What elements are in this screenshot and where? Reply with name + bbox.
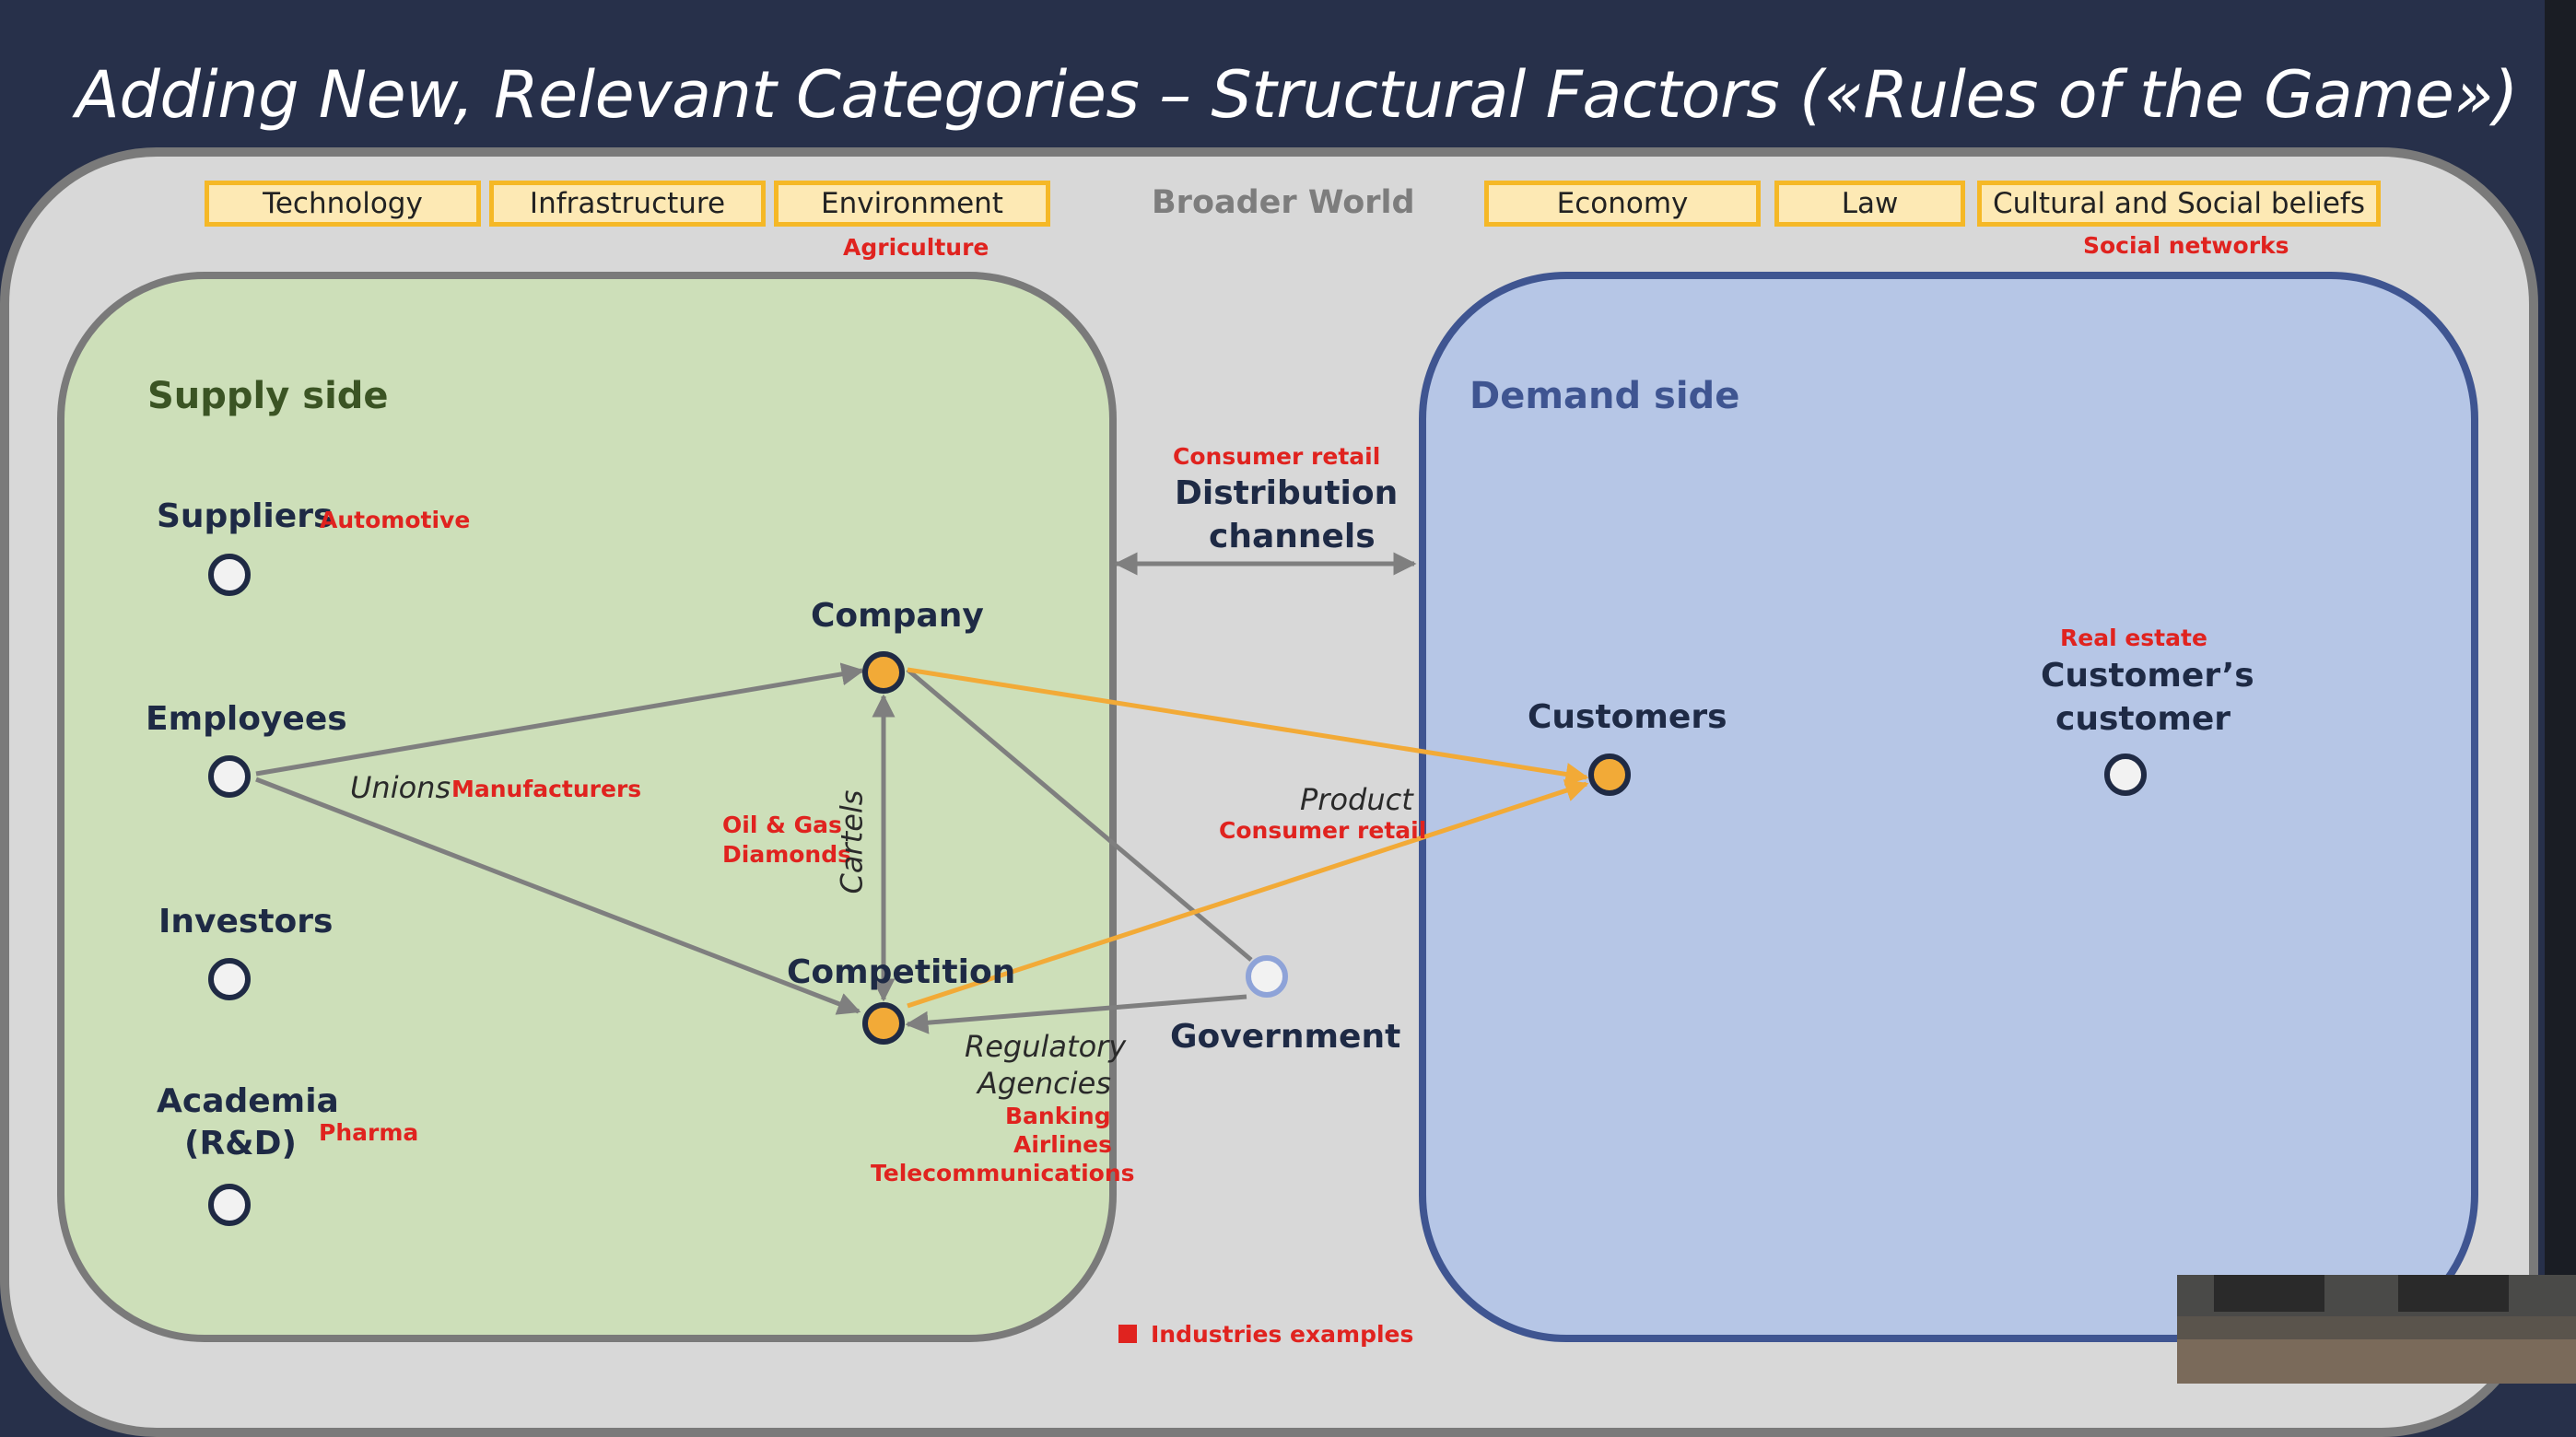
academia-label-line2: (R&D) [184, 1125, 297, 1162]
demand-side-title: Demand side [1469, 375, 1740, 417]
customers-customer-label-line2: customer [2055, 700, 2231, 738]
factor-cultural-social-beliefs: Cultural and Social beliefs [1977, 181, 2381, 227]
company-node [862, 651, 905, 694]
employees-label: Employees [146, 700, 347, 738]
example-real-estate: Real estate [2060, 625, 2207, 651]
employees-node [208, 755, 251, 798]
competition-label: Competition [787, 953, 1016, 991]
example-oil-gas: Oil & Gas [722, 812, 842, 838]
suppliers-node [208, 554, 251, 596]
slide-title: Adding New, Relevant Categories – Struct… [76, 57, 2519, 133]
customers-node [1588, 754, 1631, 796]
company-label: Company [811, 597, 984, 635]
investors-node [208, 958, 251, 1000]
example-telecommunications: Telecommunications [871, 1160, 1135, 1186]
distribution-label-line1: Distribution [1175, 474, 1399, 512]
arrow-company-customers [907, 667, 1589, 786]
factor-economy: Economy [1484, 181, 1761, 227]
screen-panel [2214, 1275, 2324, 1312]
factor-environment: Environment [774, 181, 1050, 227]
video-thumbnail[interactable] [2177, 1275, 2576, 1384]
factor-infrastructure: Infrastructure [489, 181, 766, 227]
audience-row [2177, 1339, 2576, 1384]
screen-edge-strip [2545, 0, 2576, 1384]
broader-world-label: Broader World [1152, 184, 1415, 221]
customers-label: Customers [1528, 698, 1727, 736]
supply-side-area [57, 272, 1117, 1342]
investors-label: Investors [158, 903, 334, 940]
arrow-competition-customers [907, 779, 1589, 1009]
government-node [1246, 955, 1288, 998]
demand-side-area [1419, 272, 2478, 1342]
example-consumer-retail-distribution: Consumer retail [1173, 443, 1381, 470]
factor-technology: Technology [205, 181, 481, 227]
legend-swatch [1118, 1325, 1137, 1343]
product-label: Product [1300, 782, 1413, 817]
academia-label-line1: Academia [157, 1082, 339, 1120]
legend-label: Industries examples [1151, 1321, 1414, 1348]
example-consumer-retail-product: Consumer retail [1219, 817, 1427, 844]
arrow-employees-competition [255, 777, 861, 1015]
customers-customer-label-line1: Customer’s [2041, 657, 2254, 695]
unions-label: Unions [350, 770, 451, 805]
arrow-government-competition [905, 994, 1247, 1034]
factor-law: Law [1774, 181, 1965, 227]
example-airlines: Airlines [1013, 1131, 1113, 1158]
example-banking: Banking [1005, 1103, 1111, 1129]
example-diamonds: Diamonds [722, 841, 851, 868]
relationship-arrows [255, 552, 1589, 1034]
competition-node [862, 1002, 905, 1045]
cartels-label: Cartels [834, 789, 870, 894]
screen-panel [2398, 1275, 2509, 1312]
suppliers-label: Suppliers [157, 497, 334, 535]
academia-node [208, 1184, 251, 1226]
example-manufacturers: Manufacturers [451, 776, 642, 802]
example-pharma: Pharma [319, 1119, 419, 1146]
example-automotive: Automotive [320, 507, 471, 533]
example-social-networks: Social networks [2083, 232, 2289, 259]
customers-customer-node [2104, 754, 2147, 796]
distribution-label-line2: channels [1209, 518, 1376, 555]
audience-row [2177, 1316, 2576, 1339]
supply-side-title: Supply side [147, 375, 389, 417]
regulatory-label-line1: Regulatory [965, 1029, 1127, 1064]
example-agriculture: Agriculture [843, 234, 989, 261]
arrow-government-company [906, 668, 1253, 962]
regulatory-label-line2: Agencies [978, 1066, 1112, 1101]
government-label: Government [1170, 1018, 1401, 1056]
arrow-employees-company [255, 662, 865, 777]
